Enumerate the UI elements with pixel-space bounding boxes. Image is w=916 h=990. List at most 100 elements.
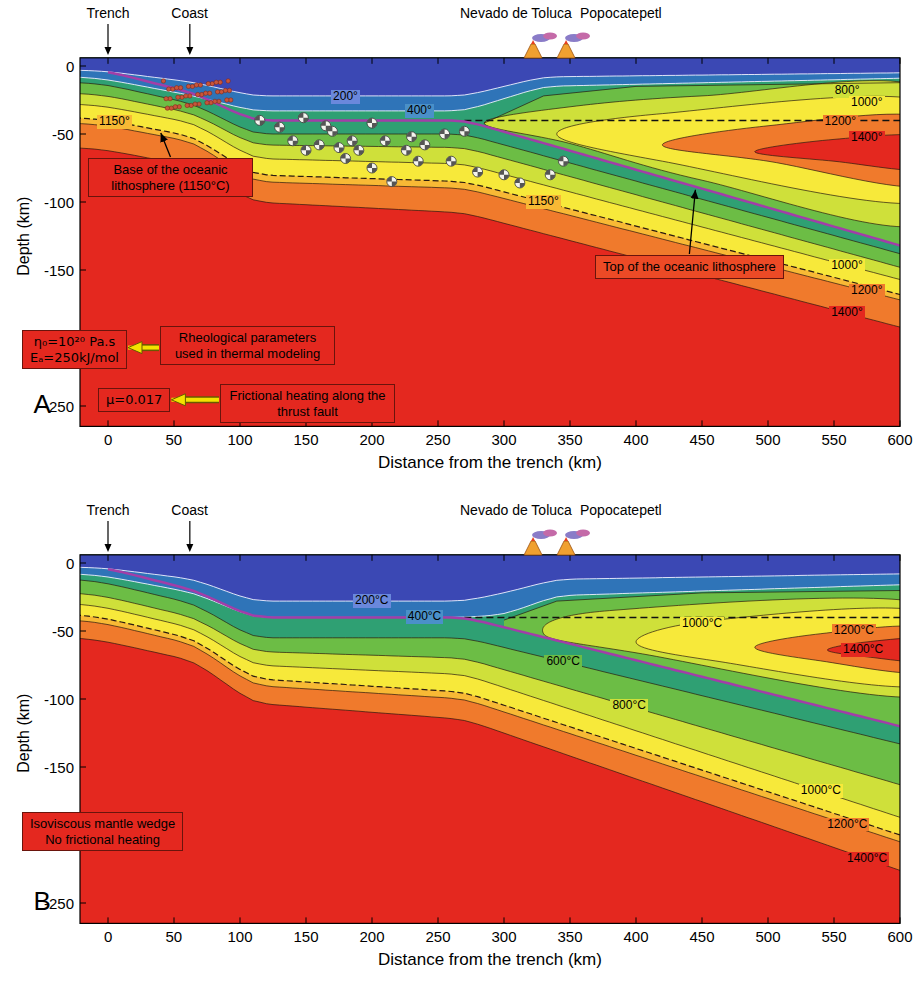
seismicity-dot: [174, 86, 178, 90]
axis-tick-label: 550: [822, 928, 847, 945]
axis-tick: [570, 555, 571, 561]
focal-mechanism: [473, 167, 483, 177]
isotherm-line: [80, 604, 900, 828]
axis-tick-label: -100: [44, 691, 74, 708]
axis-title: Depth (km): [15, 197, 33, 276]
axis-tick: [504, 917, 505, 923]
annotation-box: Top of the oceanic lithosphere: [595, 255, 784, 279]
annotation-box: Frictional heating along the thrust faul…: [220, 384, 395, 423]
focal-mechanism: [334, 143, 344, 153]
focal-mechanism: [347, 136, 357, 146]
arrow-shaft: [128, 346, 159, 350]
focal-mechanism: [298, 113, 308, 123]
isotherm-label: 1400°: [829, 306, 865, 320]
isotherm-line: [80, 615, 900, 846]
focal-mechanism: [413, 156, 423, 166]
axis-tick-label: 350: [558, 431, 583, 448]
isotherm-label: 1000°C: [799, 784, 843, 798]
focal-mechanism: [275, 122, 285, 132]
axis-tick: [438, 58, 439, 64]
box-text: Eₐ=250kJ/mol: [30, 350, 119, 366]
axis-tick: [702, 420, 703, 426]
wedge-tongue: [827, 638, 900, 662]
axis-tick: [900, 58, 901, 64]
seismicity-dot: [164, 96, 168, 100]
axis-tick: [900, 917, 901, 923]
seismicity-dot: [203, 91, 207, 95]
isotherm-line: [80, 83, 900, 263]
pointer-arrow: [128, 347, 159, 348]
focal-mechanism: [407, 132, 417, 142]
axis-tick-label: -50: [52, 623, 74, 640]
axis-tick-label: 0: [104, 431, 112, 448]
isotherm-line: [80, 621, 900, 853]
seismicity-dot: [225, 98, 229, 102]
focal-mechanism: [387, 177, 397, 187]
focal-mechanism: [545, 170, 555, 180]
axis-tick: [504, 555, 505, 561]
temperature-band: [80, 555, 900, 853]
axis-tick: [80, 563, 86, 564]
isotherm-label: 400°C: [406, 610, 444, 624]
seismicity-dot: [161, 79, 165, 83]
location-label: Trench: [87, 502, 130, 518]
axis-tick-label: 0: [66, 555, 74, 572]
axis-tick: [108, 555, 109, 561]
axis-tick-label: -100: [44, 194, 74, 211]
focal-mechanism: [387, 177, 397, 187]
axis-tick: [108, 917, 109, 923]
focal-mechanism: [420, 140, 430, 150]
isotherm-label: 1200°: [823, 115, 859, 129]
axis-tick-label: 450: [690, 431, 715, 448]
focal-mechanism: [558, 156, 568, 166]
box-text: Top of the oceanic lithosphere: [603, 259, 776, 275]
axis-tick: [80, 406, 86, 407]
seismicity-dot: [205, 101, 209, 105]
axis-tick: [240, 555, 241, 561]
focal-mechanism: [401, 145, 411, 155]
isotherm-line: [504, 590, 900, 620]
temperature-band: [80, 555, 900, 828]
focal-mechanism: [298, 113, 308, 123]
plot-frame: [80, 58, 900, 427]
location-arrow: [105, 47, 112, 55]
focal-mechanism: [420, 140, 430, 150]
focal-mechanism: [473, 167, 483, 177]
focal-mechanism: [545, 170, 555, 180]
location-label: Coast: [171, 5, 208, 21]
isotherm-label: 1400°C: [845, 852, 889, 866]
seismicity-dot: [167, 87, 171, 91]
axis-tick-label: -150: [44, 759, 74, 776]
seismicity-dot: [194, 83, 198, 87]
box-text: Frictional heating along the thrust faul…: [228, 388, 387, 419]
axis-tick: [306, 58, 307, 64]
axis-tick: [570, 917, 571, 923]
axis-tick-label: 300: [492, 928, 517, 945]
isotherm-line: [484, 81, 900, 227]
isotherm-label: 1000°: [829, 259, 865, 273]
axis-tick: [108, 58, 109, 64]
volcano-label: Nevado de Toluca: [460, 5, 572, 21]
focal-mechanism: [446, 156, 456, 166]
focal-mechanism: [255, 115, 265, 125]
axis-tick: [372, 917, 373, 923]
axis-tick: [306, 555, 307, 561]
focal-mechanism: [380, 136, 390, 146]
seismicity-dot: [176, 95, 180, 99]
isotherm-line: [557, 96, 900, 203]
axis-tick: [702, 58, 703, 64]
seismicity-dot: [196, 92, 200, 96]
axis-tick-label: 0: [104, 928, 112, 945]
box-text: No frictional heating: [30, 832, 175, 848]
isotherm-label: 1000°C: [680, 617, 724, 631]
axis-tick: [768, 555, 769, 561]
axis-tick: [438, 917, 439, 923]
axis-tick: [174, 917, 175, 923]
axis-tick: [80, 767, 86, 768]
seismicity-dot: [223, 88, 227, 92]
slab-top-line: [108, 569, 900, 734]
axis-tick-label: 250: [426, 928, 451, 945]
seismicity-dot: [206, 81, 210, 85]
isotherm-line: [827, 638, 900, 662]
pointer-arrow: [171, 399, 219, 400]
